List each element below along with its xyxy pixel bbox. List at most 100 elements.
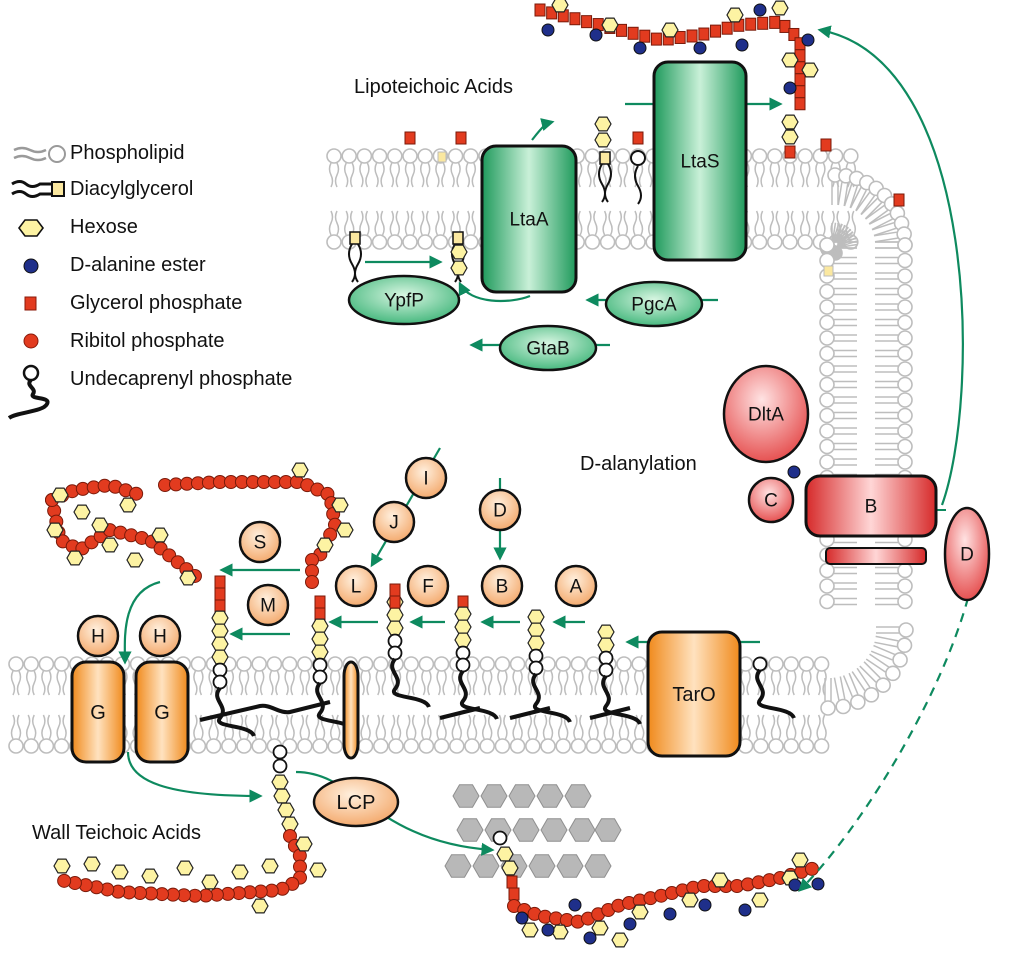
undecaprenyl-tail [390, 657, 431, 709]
hexose [251, 898, 269, 914]
dlta-protein-label: DltA [748, 405, 784, 426]
ribitol-phosphate [57, 873, 72, 888]
phospholipid-head [555, 738, 572, 754]
glycerol-phosphate [674, 30, 686, 44]
phospholipid-head [312, 738, 328, 754]
dltd-protein [943, 506, 991, 602]
glycerol-phosphate [893, 193, 905, 207]
dltb-protein [804, 474, 938, 538]
d-alanine-ester [788, 878, 802, 892]
glycerol-phosphate [794, 97, 806, 111]
glycerol-phosphate [455, 131, 467, 145]
phospholipid-head [897, 330, 913, 346]
phospholipid-head [897, 562, 913, 579]
undecaprenyl-tail [531, 672, 572, 724]
legend-label: Hexose [70, 216, 138, 238]
phospholipid-head [819, 392, 835, 408]
glcnac [492, 830, 508, 846]
phospholipid-head [631, 656, 648, 672]
phospholipid-head [798, 656, 815, 672]
hexose [711, 872, 729, 888]
targ-protein-label: G [154, 702, 170, 724]
phospholipid-head [614, 148, 631, 164]
phospholipid-head [819, 283, 835, 300]
legend-label: Undecaprenyl phosphate [70, 368, 293, 390]
lcp-anchor [342, 660, 360, 760]
d-alanine-ester [623, 917, 637, 931]
glycerol-phosphate [820, 138, 832, 152]
glcnac [212, 662, 228, 678]
tara-enzyme [554, 564, 598, 608]
glycerol-phosphate [214, 587, 226, 601]
glycerol-phosphate [686, 29, 698, 43]
glycerol-phosphate [627, 26, 639, 40]
peptidoglycan-unit [456, 818, 484, 842]
phospholipid-head [885, 665, 901, 682]
phospholipid-head [403, 656, 420, 672]
diacylglycerol [452, 231, 464, 245]
hexose [295, 836, 313, 852]
phospholipid-head [296, 656, 313, 672]
phospholipid-head [614, 234, 631, 250]
peptidoglycan-unit [564, 784, 592, 808]
phospholipid-head [418, 656, 435, 672]
hexose [527, 622, 545, 638]
phospholipid-head [898, 622, 914, 638]
d-alanine-ester [541, 23, 555, 37]
phospholipid-head [819, 562, 835, 579]
glcnac [272, 744, 288, 760]
glycerol-phosphate [769, 15, 781, 29]
hexose [211, 623, 229, 639]
glycerol-phosphate [581, 15, 593, 29]
hexose [176, 860, 194, 876]
dltb-protein-label: B [865, 497, 878, 518]
phospholipid-head [897, 376, 913, 393]
glcnac [387, 633, 403, 649]
phospholipid-head [897, 268, 913, 284]
ribitol-phosphate [804, 861, 819, 876]
phospholipid-head [433, 738, 450, 754]
diacylglycerol-tail [354, 243, 362, 283]
peptidoglycan-unit [508, 784, 536, 808]
phospholipid-head [402, 148, 418, 164]
phospholipid-head [23, 656, 40, 672]
phospholipid-head [53, 656, 70, 672]
hexose [91, 517, 109, 533]
phospholipid-head [897, 314, 913, 331]
phospholipid-head [751, 234, 768, 250]
phospholipid-head [819, 438, 835, 455]
pathway-arrow [798, 597, 970, 892]
hexose [551, 0, 569, 13]
phospholipid-head [266, 656, 283, 672]
phospholipid-head [897, 283, 913, 300]
hexose [281, 816, 299, 832]
hexose [261, 858, 279, 874]
phospholipid-head [462, 234, 479, 250]
legend-label: Phospholipid [70, 142, 185, 164]
peptidoglycan-layer [444, 784, 622, 878]
hexose [311, 631, 329, 647]
phospholipid-head [402, 234, 418, 250]
d-alanine-ester-icon [23, 258, 39, 274]
glycerol-phosphate [698, 27, 710, 41]
phospholipid-head [296, 738, 313, 754]
tarl-enzyme-label: L [351, 577, 362, 598]
phospholipid-head [768, 738, 784, 754]
d-alanine-ester [589, 28, 603, 42]
glcnac [312, 669, 328, 685]
d-alanine-ester [515, 911, 529, 925]
glcnac [387, 645, 403, 661]
phospholipid-head [819, 376, 835, 393]
phospholipid-head [797, 234, 814, 250]
hexose [309, 862, 327, 878]
d-alanine-ester [568, 898, 582, 912]
pgca-protein-label: PgcA [631, 295, 677, 316]
phospholipid-head [752, 738, 769, 754]
phospholipid-head [326, 234, 342, 250]
ribitol-phosphate-icon [23, 333, 39, 349]
glcnac [272, 758, 288, 774]
glcnac [528, 648, 544, 664]
glcnac [455, 657, 471, 673]
d-alanine-ester [783, 81, 797, 95]
